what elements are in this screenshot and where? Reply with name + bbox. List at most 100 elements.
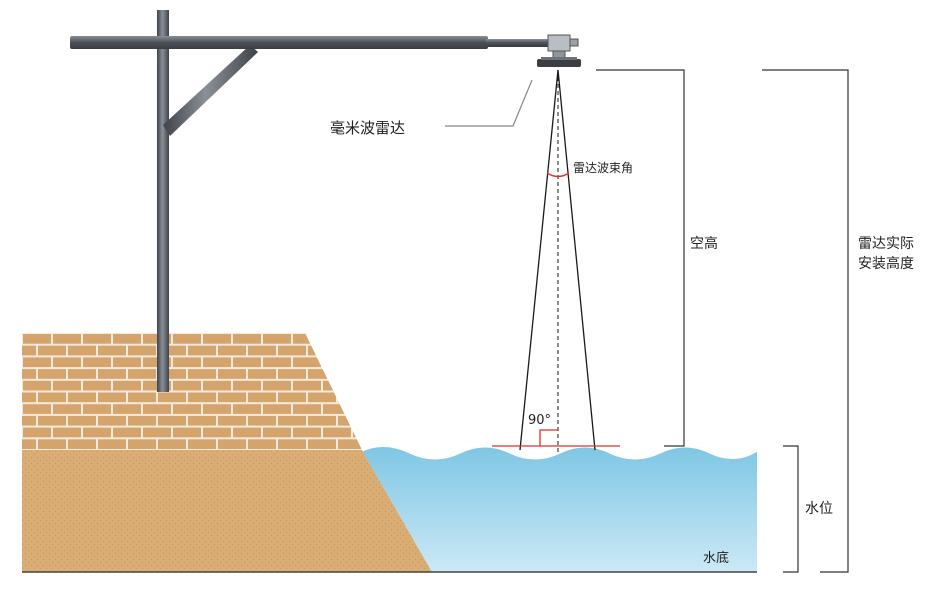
brick <box>53 334 81 344</box>
brick <box>233 427 261 438</box>
support-brace <box>163 45 258 136</box>
right-angle-mark <box>492 429 620 447</box>
brick <box>83 380 111 391</box>
water-level-dimension <box>783 445 799 573</box>
brick <box>323 334 351 344</box>
brick <box>22 345 36 356</box>
angle-label: 90° <box>528 413 551 428</box>
brick <box>338 415 362 426</box>
brick <box>323 357 351 368</box>
brick <box>38 439 66 449</box>
brick <box>233 334 261 344</box>
brick <box>158 415 186 426</box>
brick <box>203 380 231 391</box>
brick <box>323 404 351 414</box>
brick <box>293 427 321 438</box>
brick <box>98 415 126 426</box>
brick <box>218 369 246 379</box>
brick <box>308 439 336 449</box>
brick <box>293 357 321 368</box>
brick <box>23 380 51 391</box>
brick <box>308 369 336 379</box>
brick <box>248 415 276 426</box>
radar-device <box>537 34 581 67</box>
water-body <box>362 445 757 572</box>
brick <box>22 392 36 403</box>
brick-wall <box>22 333 396 450</box>
brick <box>353 380 362 391</box>
water-bottom-label: 水底 <box>703 550 729 566</box>
brick <box>203 357 231 368</box>
brick <box>38 369 66 379</box>
brick <box>263 427 291 438</box>
brick <box>368 416 396 426</box>
install-height-label-line2: 安装高度 <box>858 255 914 272</box>
brick <box>278 392 306 403</box>
brick <box>293 380 321 391</box>
brick <box>83 427 111 438</box>
brick <box>128 345 156 356</box>
radar-label: 毫米波雷达 <box>330 119 405 137</box>
brick <box>173 404 201 414</box>
brick <box>308 392 336 403</box>
brick <box>278 439 306 449</box>
brick <box>263 404 291 414</box>
horizontal-arm <box>70 36 488 49</box>
brick <box>83 357 111 368</box>
brick <box>248 439 276 449</box>
brick <box>68 415 96 426</box>
brick <box>218 392 246 403</box>
brick <box>68 439 96 449</box>
brick <box>158 392 186 403</box>
brick <box>368 346 396 356</box>
brick <box>113 427 141 438</box>
water-surface-wave <box>361 444 758 460</box>
air-gap-label: 空高 <box>690 235 718 252</box>
brick <box>38 392 66 403</box>
brick <box>38 415 66 426</box>
brick <box>353 334 362 344</box>
radar-beam <box>519 69 596 452</box>
brick <box>23 427 51 438</box>
brick <box>23 334 51 344</box>
brick <box>263 380 291 391</box>
brick <box>338 369 362 379</box>
water-level-label: 水位 <box>805 501 833 517</box>
brick <box>68 345 96 356</box>
brick <box>128 415 156 426</box>
brick <box>233 380 261 391</box>
vertical-pole <box>157 10 169 392</box>
brick <box>113 380 141 391</box>
arm-extension <box>486 39 548 47</box>
brick <box>308 345 336 356</box>
brick <box>188 345 216 356</box>
brick <box>158 439 186 449</box>
brick <box>338 345 362 356</box>
brick <box>173 427 201 438</box>
brick <box>203 334 231 344</box>
brick <box>38 345 66 356</box>
brick <box>218 439 246 449</box>
brick <box>113 404 141 414</box>
brick <box>83 334 111 344</box>
brick <box>68 392 96 403</box>
brick <box>353 427 362 438</box>
brick <box>128 369 156 379</box>
brick <box>128 439 156 449</box>
brick <box>308 415 336 426</box>
brick <box>248 369 276 379</box>
brick <box>188 369 216 379</box>
brick <box>323 427 351 438</box>
brick <box>203 427 231 438</box>
soil-bank <box>22 450 432 572</box>
brick <box>233 404 261 414</box>
brick <box>22 439 36 449</box>
brick <box>22 369 36 379</box>
brick <box>158 369 186 379</box>
brick <box>173 380 201 391</box>
brick <box>218 415 246 426</box>
brick <box>233 357 261 368</box>
brick <box>293 404 321 414</box>
brick <box>98 439 126 449</box>
